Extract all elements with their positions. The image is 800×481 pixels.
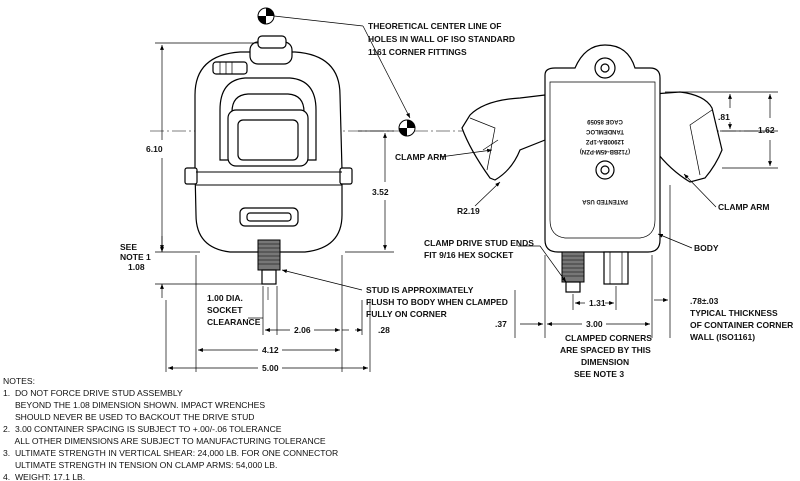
notes-block: NOTES: 1. DO NOT FORCE DRIVE STUD ASSEMB…: [3, 376, 338, 481]
svg-text:DIMENSION: DIMENSION: [581, 357, 629, 367]
notes-heading: NOTES:: [3, 376, 35, 386]
callout-socket-clearance: 1.00 DIA. SOCKET CLEARANCE: [207, 293, 261, 327]
centerline-leader-2: [362, 25, 411, 119]
svg-text:CLAMP DRIVE STUD ENDS: CLAMP DRIVE STUD ENDS: [424, 238, 534, 248]
svg-text:WALL (ISO1161): WALL (ISO1161): [690, 332, 755, 342]
dim-5-00: 5.00: [262, 363, 279, 373]
callout-clamp-arm-left: CLAMP ARM: [395, 152, 446, 162]
callout-centerline: THEORETICAL CENTER LINE OF HOLES IN WALL…: [368, 21, 515, 57]
callout-stud-flush: STUD IS APPROXIMATELY FLUSH TO BODY WHEN…: [281, 269, 508, 319]
note-line: 3. ULTIMATE STRENGTH IN VERTICAL SHEAR: …: [3, 448, 338, 458]
dim-2-06: 2.06: [294, 325, 311, 335]
callout-body: BODY: [694, 243, 719, 253]
svg-text:FULLY ON CORNER: FULLY ON CORNER: [366, 309, 447, 319]
leader-clamp-arm-right: [683, 173, 717, 208]
side-view: (712BB-45M-PZN) 12900BA-1PZ TANDEMLOC CA…: [461, 44, 723, 293]
note-line: 4. WEIGHT: 17.1 LB.: [3, 472, 85, 481]
svg-text:1161 CORNER FITTINGS: 1161 CORNER FITTINGS: [368, 47, 467, 57]
leader-clamp-arm-left: [439, 148, 493, 158]
marking-2: 12900BA-1PZ: [585, 138, 624, 144]
callout-see-note-1: SEE NOTE 1: [120, 242, 151, 262]
centerline-leader: [273, 15, 364, 27]
note-line: SHOULD NEVER BE USED TO BACKOUT THE DRIV…: [3, 412, 255, 422]
dim-3-00: 3.00: [586, 319, 603, 329]
svg-text:CLEARANCE: CLEARANCE: [207, 317, 261, 327]
dim-4-12: 4.12: [262, 345, 279, 355]
callout-drive-stud: CLAMP DRIVE STUD ENDS FIT 9/16 HEX SOCKE…: [424, 238, 567, 283]
centerline-symbol-top: [257, 7, 275, 25]
svg-text:NOTE 1: NOTE 1: [120, 252, 151, 262]
svg-text:SEE NOTE 3: SEE NOTE 3: [574, 369, 624, 379]
centerline-symbol-right: [398, 119, 416, 137]
svg-text:SOCKET: SOCKET: [207, 305, 243, 315]
note-line: BEYOND THE 1.08 DIMENSION SHOWN. IMPACT …: [3, 400, 265, 410]
callout-wall-thickness: .78±.03 TYPICAL THICKNESS OF CONTAINER C…: [690, 296, 793, 342]
callout-clamp-arm-right: CLAMP ARM: [718, 202, 769, 212]
svg-text:FIT 9/16 HEX SOCKET: FIT 9/16 HEX SOCKET: [424, 250, 514, 260]
svg-text:.78±.03: .78±.03: [690, 296, 719, 306]
svg-text:1.00 DIA.: 1.00 DIA.: [207, 293, 243, 303]
callout-clamped-corners: CLAMPED CORNERS ARE SPACED BY THIS DIMEN…: [560, 333, 652, 379]
note-line: ALL OTHER DIMENSIONS ARE SUBJECT TO MANU…: [3, 436, 326, 446]
callout-radius: R2.19: [457, 206, 480, 216]
dim-1-08: 1.08: [128, 262, 145, 272]
svg-text:OF CONTAINER CORNER: OF CONTAINER CORNER: [690, 320, 793, 330]
marking-5: PATENTED USA: [581, 198, 627, 204]
svg-text:CLAMPED CORNERS: CLAMPED CORNERS: [565, 333, 652, 343]
dim-1-62: 1.62: [758, 125, 775, 135]
front-dimensions: 6.10 3.52 1.08 2.06 .28 4.12: [128, 42, 394, 373]
marking-4: CAGE 85059: [586, 118, 622, 124]
svg-text:HOLES IN WALL OF ISO STANDARD: HOLES IN WALL OF ISO STANDARD: [368, 34, 515, 44]
svg-text:SEE: SEE: [120, 242, 137, 252]
svg-text:ARE SPACED BY THIS: ARE SPACED BY THIS: [560, 345, 651, 355]
svg-text:TYPICAL THICKNESS: TYPICAL THICKNESS: [690, 308, 778, 318]
svg-text:THEORETICAL CENTER LINE OF: THEORETICAL CENTER LINE OF: [368, 21, 502, 31]
svg-text:STUD IS APPROXIMATELY: STUD IS APPROXIMATELY: [366, 285, 474, 295]
dim-0-37: .37: [495, 319, 507, 329]
leader-body: [657, 233, 693, 249]
dim-1-31: 1.31: [589, 298, 606, 308]
marking-3: TANDEMLOC: [585, 128, 624, 134]
marking-1: (712BB-45M-PZN): [580, 148, 630, 154]
svg-text:FLUSH TO BODY WHEN CLAMPED: FLUSH TO BODY WHEN CLAMPED: [366, 297, 508, 307]
dim-0-81: .81: [718, 112, 730, 122]
leader-radius: [474, 181, 501, 207]
note-line: 2. 3.00 CONTAINER SPACING IS SUBJECT TO …: [3, 424, 282, 434]
note-line: 1. DO NOT FORCE DRIVE STUD ASSEMBLY: [3, 388, 183, 398]
dim-6-10: 6.10: [146, 144, 163, 154]
front-view: [184, 35, 353, 285]
side-dimensions: .81 1.62 .37 1.31 3.00: [495, 91, 778, 338]
note-line: ULTIMATE STRENGTH IN TENSION ON CLAMP AR…: [3, 460, 277, 470]
dim-0-28: .28: [378, 325, 390, 335]
dim-3-52: 3.52: [372, 187, 389, 197]
